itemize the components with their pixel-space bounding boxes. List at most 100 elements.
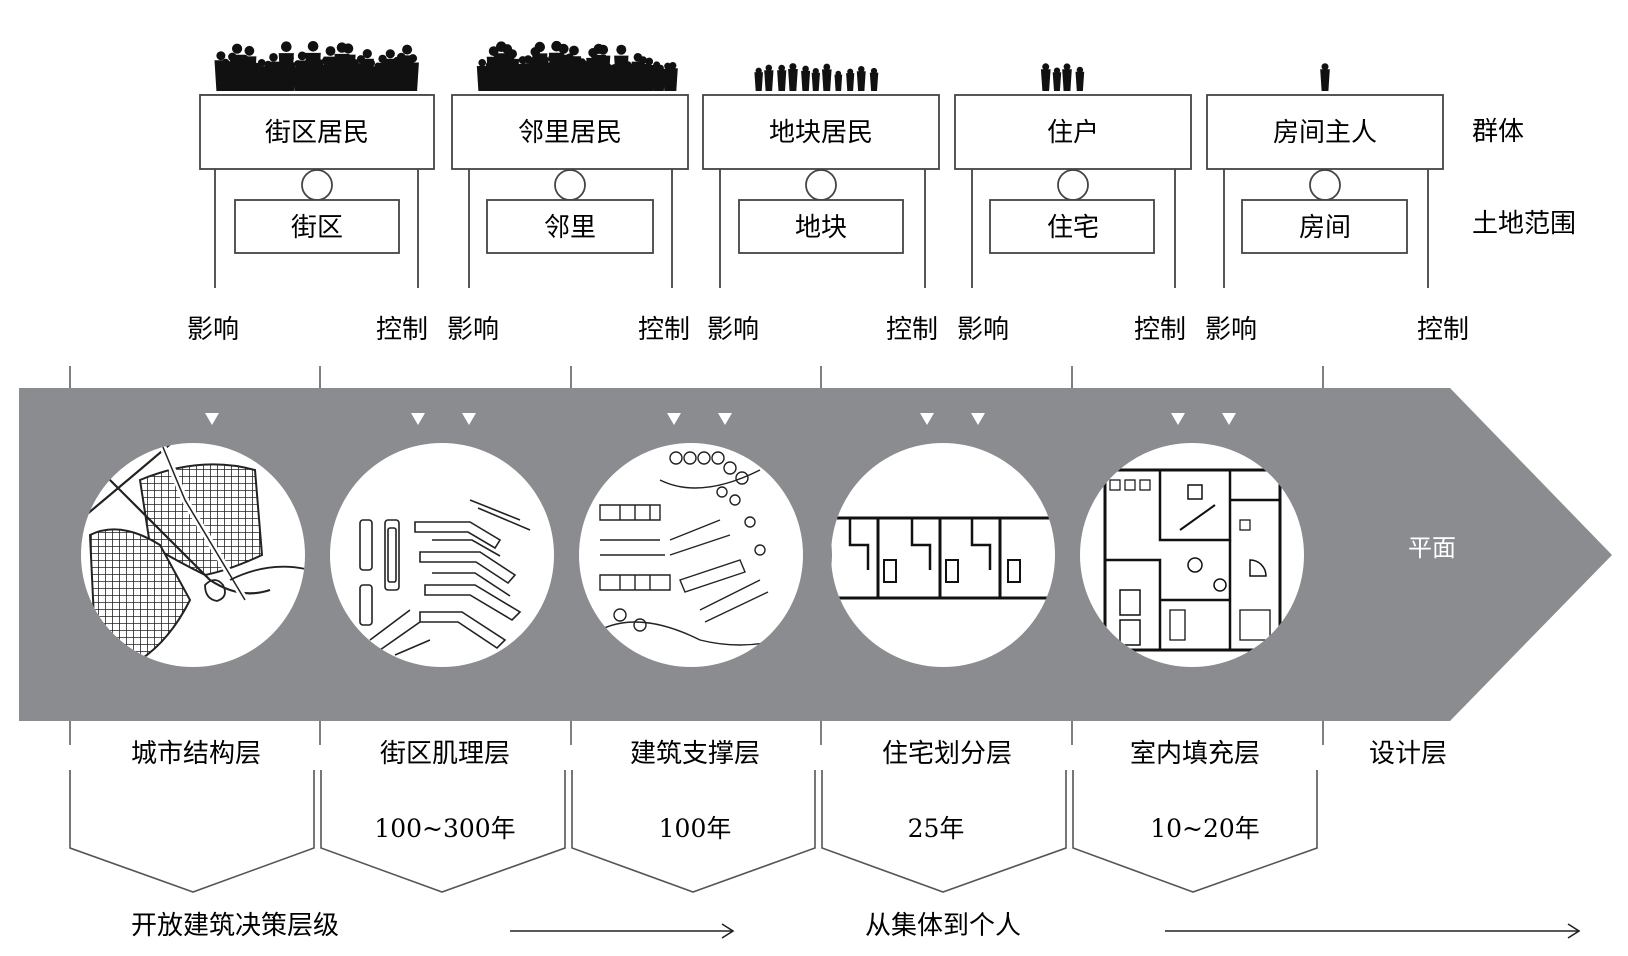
level-name: 城市结构层 <box>131 739 261 769</box>
land-box <box>989 199 1155 254</box>
bracket <box>821 770 1067 893</box>
person-silhouette-icon <box>777 64 787 91</box>
group-label: 邻里居民 <box>518 118 622 148</box>
person-silhouette-icon <box>801 65 811 91</box>
triangle-marker-icon <box>205 413 219 425</box>
footer-arrow-right <box>1165 923 1581 939</box>
plane-label: 平面 <box>1408 534 1456 562</box>
person-silhouette-icon <box>764 64 774 91</box>
crowd-large-icon <box>476 40 678 91</box>
level-name: 室内填充层 <box>1130 739 1260 769</box>
connector-circle <box>1057 169 1089 201</box>
person-silhouette-icon <box>1320 63 1330 91</box>
person-silhouette-icon <box>811 68 820 91</box>
land-label: 邻里 <box>544 213 596 243</box>
legend-group-label: 群体 <box>1472 117 1524 147</box>
column-block: 地块居民 地块 <box>702 63 940 288</box>
land-label: 地块 <box>795 213 847 243</box>
triangle-marker-icon <box>1171 413 1185 425</box>
person-silhouette-icon <box>667 62 678 91</box>
land-box <box>738 199 904 254</box>
person-silhouette-icon <box>566 45 582 91</box>
level-periods: 100~300年 100年 25年 10~20年 <box>374 814 1259 843</box>
level-period: 100~300年 <box>374 814 515 843</box>
land-label: 房间 <box>1299 213 1351 243</box>
footer-left-label: 开放建筑决策层级 <box>131 911 339 941</box>
control-label: 控制 <box>376 315 428 345</box>
triangle-marker-icon <box>920 413 934 425</box>
triangle-marker-icon <box>971 413 985 425</box>
column-block: 邻里居民 邻里 <box>451 40 689 288</box>
divider-ticks-bottom <box>69 721 1324 745</box>
land-label: 住宅 <box>1047 213 1099 243</box>
person-silhouette-icon <box>754 67 763 91</box>
group-label: 房间主人 <box>1273 118 1377 148</box>
person-silhouette-icon <box>655 64 666 91</box>
level-period: 25年 <box>908 814 965 843</box>
housing-division-map-icon <box>831 443 1055 667</box>
person-silhouette-icon <box>1062 63 1072 91</box>
connector-circle <box>1309 169 1341 201</box>
person-silhouette-icon <box>283 54 296 91</box>
group-label: 街区居民 <box>265 118 369 148</box>
bracket <box>320 770 566 893</box>
group-label: 住户 <box>1047 118 1099 148</box>
bracket <box>1072 770 1318 893</box>
urban-structure-map-icon <box>81 443 305 667</box>
person-silhouette-icon <box>788 63 798 91</box>
person-silhouette-icon <box>846 68 855 91</box>
column-block: 房间主人 房间 <box>1206 63 1444 288</box>
person-silhouette-icon <box>856 66 866 91</box>
column-block: 住户 住宅 <box>954 63 1192 288</box>
group-box <box>199 94 435 170</box>
person-silhouette-icon <box>869 67 879 91</box>
triangle-marker-icon <box>1222 413 1236 425</box>
person-silhouette-icon <box>406 54 419 91</box>
control-label: 控制 <box>638 315 690 345</box>
influence-label: 影响 <box>447 315 499 345</box>
footer-right-label: 从集体到个人 <box>865 911 1021 941</box>
level-names: 城市结构层 街区肌理层 建筑支撑层 住宅划分层 室内填充层 设计层 <box>131 739 1447 769</box>
group-box <box>702 94 940 170</box>
triangle-marker-icon <box>411 413 425 425</box>
person-silhouette-icon <box>1075 66 1085 91</box>
land-box <box>234 199 400 254</box>
control-label: 控制 <box>1134 315 1186 345</box>
legend-land-label: 土地范围 <box>1472 209 1576 239</box>
land-box <box>1241 199 1408 254</box>
crowd-medium-icon <box>754 63 879 91</box>
influence-label: 影响 <box>1205 315 1257 345</box>
interior-infill-map-icon <box>1080 443 1304 667</box>
person-silhouette-icon <box>1040 63 1051 91</box>
person-silhouette-icon <box>834 70 843 91</box>
column-block: 街区居民 街区 <box>199 41 435 288</box>
influence-label: 影响 <box>957 315 1009 345</box>
triangle-marker-icon <box>718 413 732 425</box>
triangle-marker-icon <box>667 413 681 425</box>
influence-label: 影响 <box>187 315 239 345</box>
level-brackets <box>69 770 1318 893</box>
top-section: 街区居民 街区 邻里居民 邻里 地块居民 地块 <box>199 40 1576 288</box>
level-name: 住宅划分层 <box>882 739 1012 769</box>
land-box <box>486 199 654 254</box>
crowd-small-icon <box>1040 63 1085 91</box>
divider-ticks-top <box>69 366 1324 388</box>
person-icon <box>1320 63 1330 91</box>
level-name: 建筑支撑层 <box>630 739 760 769</box>
triangle-marker-icon <box>462 413 476 425</box>
bracket <box>69 770 315 893</box>
marker-triangles <box>205 413 1236 425</box>
level-name: 设计层 <box>1369 739 1447 769</box>
arrowhead-icon <box>1567 923 1581 939</box>
level-period: 10~20年 <box>1150 814 1260 843</box>
person-silhouette-icon <box>1052 67 1062 91</box>
group-box <box>1206 94 1444 170</box>
level-period: 100年 <box>659 814 732 843</box>
connector-circle <box>554 169 586 201</box>
building-support-map-icon <box>579 443 803 667</box>
level-name: 街区肌理层 <box>380 739 510 769</box>
arrowhead-icon <box>721 923 735 939</box>
land-label: 街区 <box>291 213 343 243</box>
group-box <box>451 94 689 170</box>
